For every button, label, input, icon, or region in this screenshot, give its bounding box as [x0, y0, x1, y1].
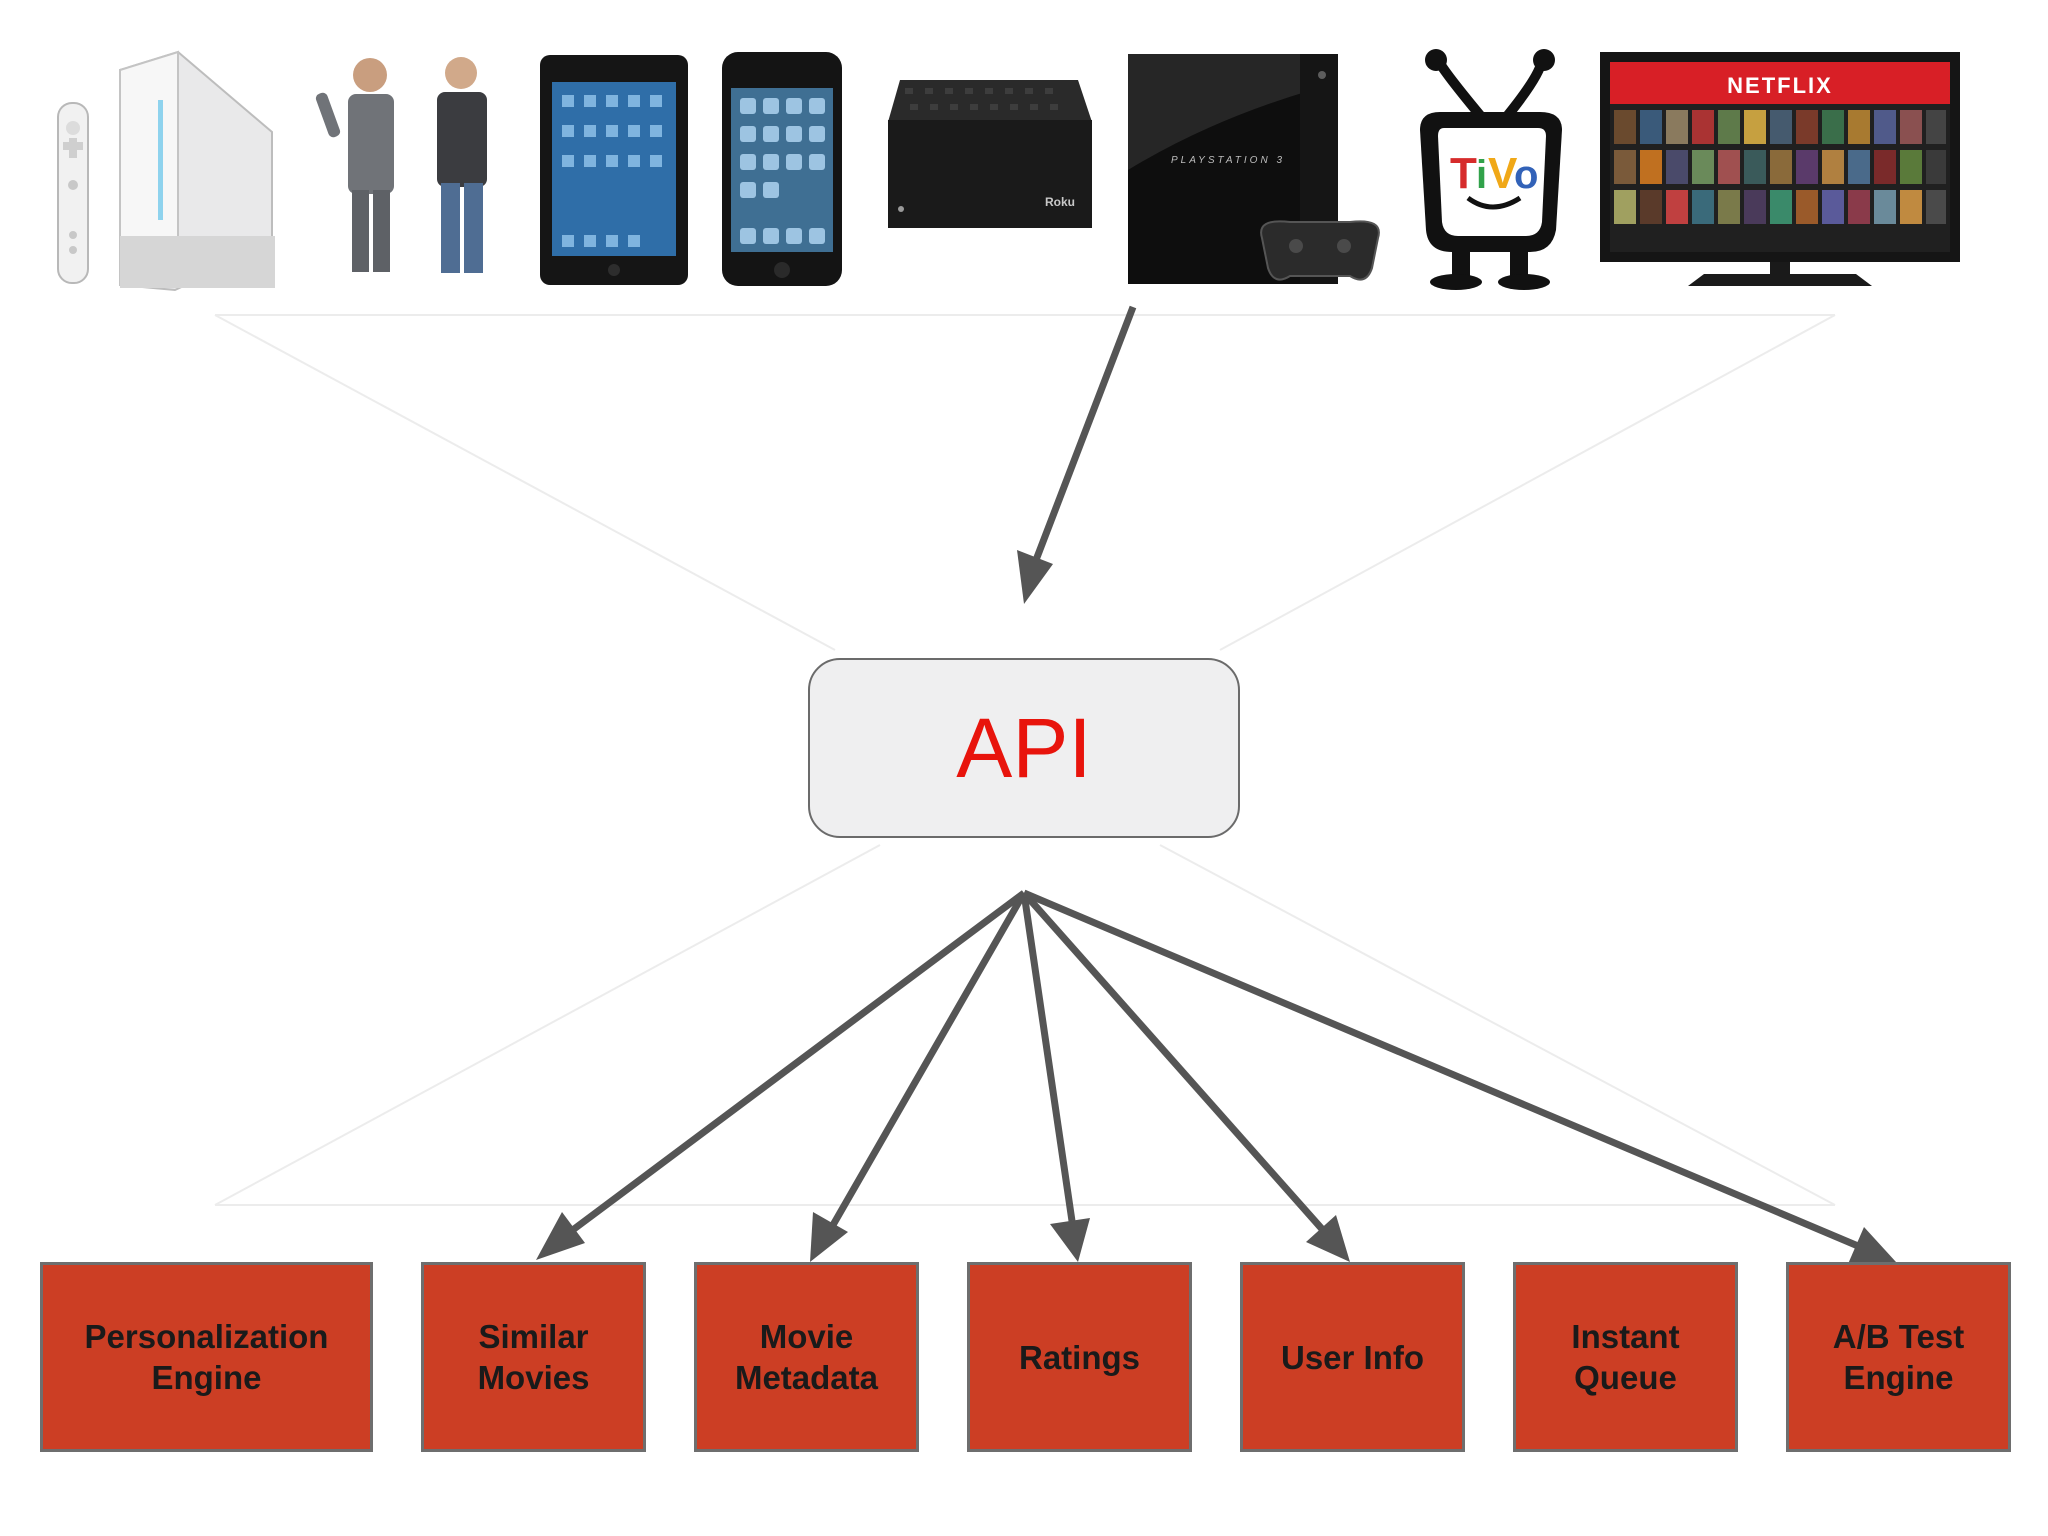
service-box-ab-test-engine: A/B Test Engine: [1786, 1262, 2011, 1452]
background-guides: [214, 314, 1836, 1206]
netflix-logo-text: NETFLIX: [1727, 73, 1833, 98]
service-label: Movie Metadata: [734, 1318, 879, 1396]
api-to-service-arrows: [536, 889, 1896, 1264]
service-label: Instant Queue: [1571, 1318, 1680, 1396]
service-label: A/B Test Engine: [1832, 1318, 1965, 1396]
device-ipad: [540, 55, 688, 285]
svg-text:o: o: [1514, 153, 1538, 197]
service-label: Ratings: [1018, 1338, 1140, 1376]
service-box-ratings: Ratings: [967, 1262, 1192, 1452]
device-iphone: [722, 52, 842, 286]
roku-logo-text: Roku: [1045, 195, 1075, 209]
ps3-logo-text: PLAYSTATION 3: [1171, 155, 1285, 166]
service-label: User Info: [1280, 1338, 1425, 1376]
svg-text:T: T: [1450, 149, 1477, 198]
device-netflix-tv: NETFLIX: [1600, 52, 1960, 286]
service-box-similar-movies: Similar Movies: [421, 1262, 646, 1452]
arrow-to-ab-test-engine: [1022, 889, 1896, 1264]
api-label: API: [956, 700, 1092, 795]
service-box-instant-queue: Instant Queue: [1513, 1262, 1738, 1452]
service-label: Similar Movies: [477, 1318, 590, 1396]
arrow-to-movie-metadata: [810, 891, 1028, 1262]
service-label: Personalization Engine: [84, 1318, 329, 1396]
service-box-movie-metadata: Movie Metadata: [694, 1262, 919, 1452]
service-box-user-info: User Info: [1240, 1262, 1465, 1452]
device-wii: [57, 50, 275, 292]
arrow-to-similar-movies: [536, 890, 1027, 1260]
service-box-personalization-engine: Personalization Engine: [40, 1262, 373, 1452]
device-playstation: PLAYSTATION 3: [1128, 54, 1380, 284]
device-tivo: T i V o: [1420, 49, 1562, 290]
svg-text:i: i: [1476, 153, 1487, 197]
device-mac-pc-figures: [315, 57, 487, 273]
api-box: API: [808, 658, 1240, 838]
ps3-controller: [1260, 220, 1380, 281]
device-roku: Roku: [888, 80, 1092, 228]
arrow-device-to-api: [1017, 305, 1137, 604]
arrow-to-ratings: [1020, 892, 1090, 1262]
svg-text:V: V: [1488, 149, 1518, 198]
arrow-to-user-info: [1021, 890, 1350, 1262]
